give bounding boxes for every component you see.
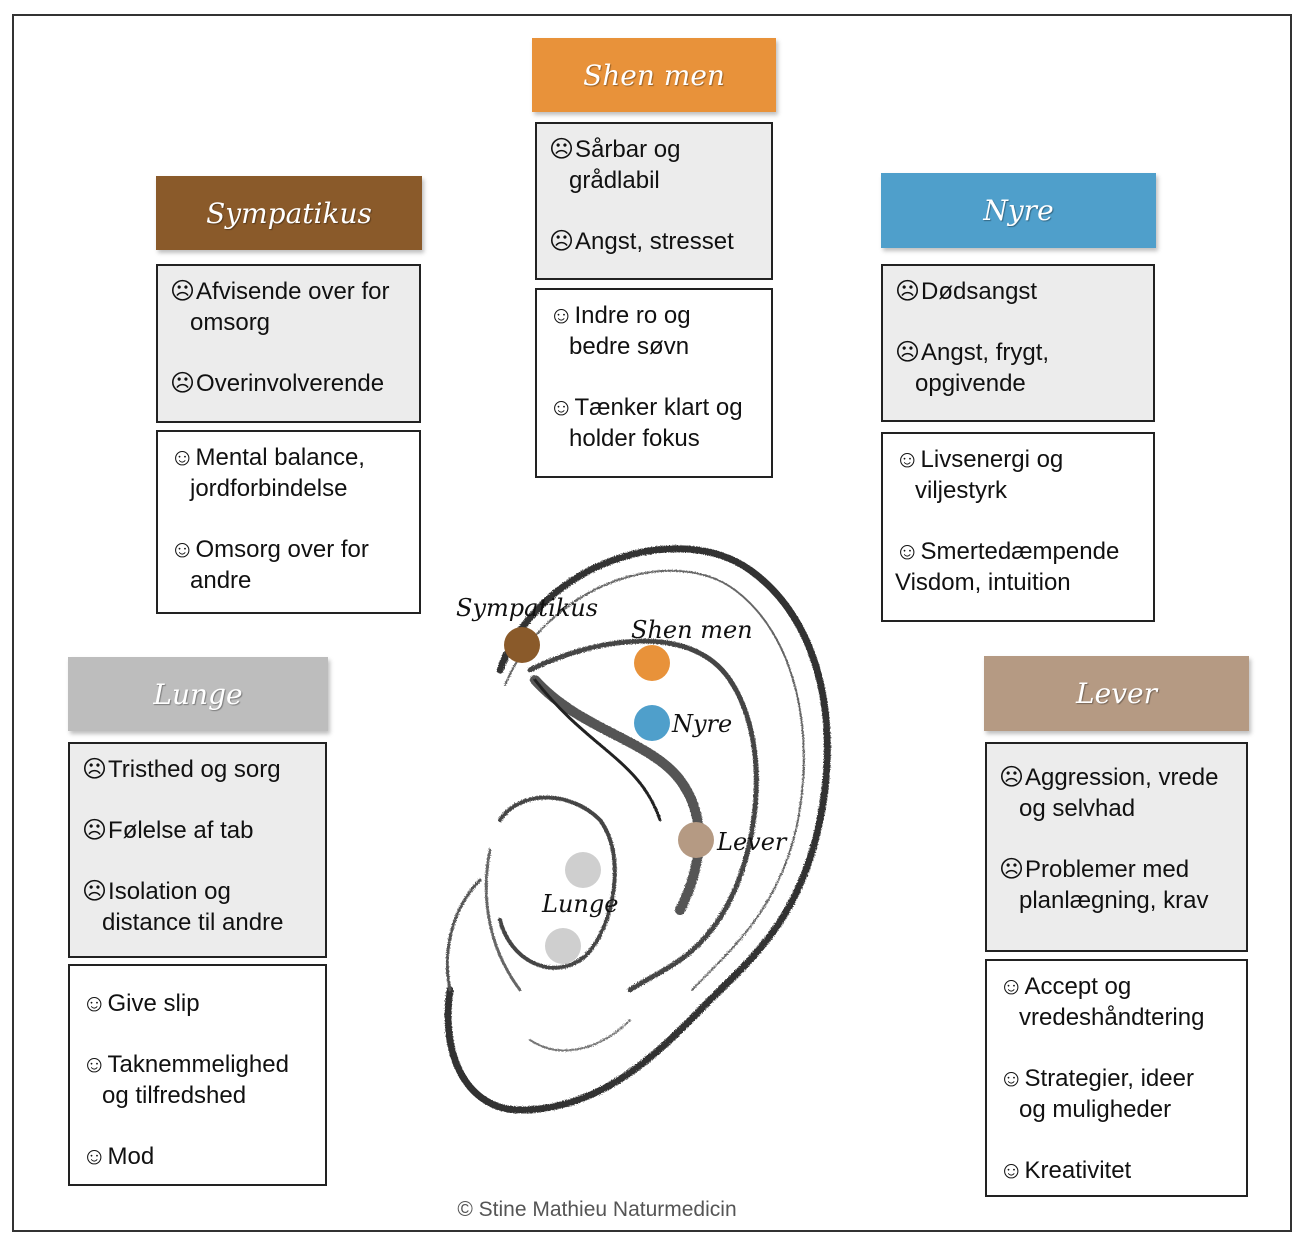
- ear-label-lunge: Lunge: [542, 890, 619, 918]
- lever-point: [678, 822, 714, 858]
- ear-label-shen-men: Shen men: [631, 616, 753, 644]
- sympatikus-point: [504, 627, 540, 663]
- list-item: ☹Angst, stresset: [549, 228, 734, 255]
- nyre-title: Nyre: [983, 194, 1054, 227]
- sympatikus-title: Sympatikus: [206, 196, 372, 230]
- sad-face-icon: ☹: [549, 136, 575, 163]
- nyre-negative-box: ☹Dødsangst ☹Angst, frygt,opgivende: [881, 264, 1155, 422]
- shen-men-header: Shen men: [532, 38, 776, 112]
- ear-illustration: [444, 545, 831, 1114]
- happy-face-icon: ☺: [999, 1065, 1024, 1092]
- sad-face-icon: ☹: [82, 817, 108, 844]
- copyright: © Stine Mathieu Naturmedicin: [457, 1198, 737, 1221]
- lunge-point-upper: [565, 852, 601, 888]
- lever-title: Lever: [1076, 677, 1157, 710]
- ear-label-nyre: Nyre: [672, 710, 733, 738]
- happy-face-icon: ☺: [82, 1051, 107, 1078]
- lunge-header: Lunge: [68, 657, 328, 731]
- nyre-point: [634, 705, 670, 741]
- happy-face-icon: ☺: [549, 302, 574, 329]
- happy-face-icon: ☺: [170, 444, 195, 471]
- sad-face-icon: ☹: [999, 764, 1025, 791]
- list-item: ☺Give slip: [82, 990, 200, 1017]
- list-item: ☹Tristhed og sorg: [82, 756, 281, 783]
- sad-face-icon: ☹: [895, 278, 921, 305]
- happy-face-icon: ☺: [895, 446, 920, 473]
- sympatikus-header: Sympatikus: [156, 176, 422, 250]
- shen-men-title: Shen men: [583, 58, 725, 92]
- diagram-frame: [12, 14, 1292, 1232]
- ear-label-sympatikus: Sympatikus: [456, 594, 599, 622]
- happy-face-icon: ☺: [895, 538, 920, 565]
- happy-face-icon: ☺: [549, 394, 574, 421]
- lever-header: Lever: [984, 656, 1249, 731]
- shen-men-point: [634, 645, 670, 681]
- sad-face-icon: ☹: [549, 228, 575, 255]
- happy-face-icon: ☺: [82, 990, 107, 1017]
- sad-face-icon: ☹: [82, 878, 108, 905]
- list-item: ☹Følelse af tab: [82, 817, 254, 844]
- happy-face-icon: ☺: [999, 1157, 1024, 1184]
- happy-face-icon: ☺: [999, 973, 1024, 1000]
- nyre-header: Nyre: [881, 173, 1156, 248]
- list-item: ☺Kreativitet: [999, 1157, 1132, 1184]
- list-item: ☹Angst, frygt,opgivende: [895, 339, 1050, 397]
- sad-face-icon: ☹: [999, 856, 1025, 883]
- sad-face-icon: ☹: [895, 339, 921, 366]
- sad-face-icon: ☹: [82, 756, 108, 783]
- lunge-point-lower: [545, 928, 581, 964]
- happy-face-icon: ☺: [170, 536, 195, 563]
- list-item: ☺Mod: [82, 1143, 155, 1170]
- sad-face-icon: ☹: [170, 370, 196, 397]
- lunge-title: Lunge: [153, 677, 243, 711]
- list-item: ☹Overinvolverende: [170, 370, 385, 397]
- happy-face-icon: ☺: [82, 1143, 107, 1170]
- sad-face-icon: ☹: [170, 278, 196, 305]
- list-item: ☹Dødsangst: [895, 278, 1038, 305]
- lunge-negative-box: ☹Tristhed og sorg ☹Følelse af tab ☹Isola…: [68, 742, 327, 958]
- sympatikus-positive-box: ☺Mental balance,jordforbindelse ☺Omsorg …: [156, 430, 421, 614]
- list-item: ☺Mental balance,jordforbindelse: [170, 444, 365, 502]
- ear-label-lever: Lever: [717, 828, 787, 856]
